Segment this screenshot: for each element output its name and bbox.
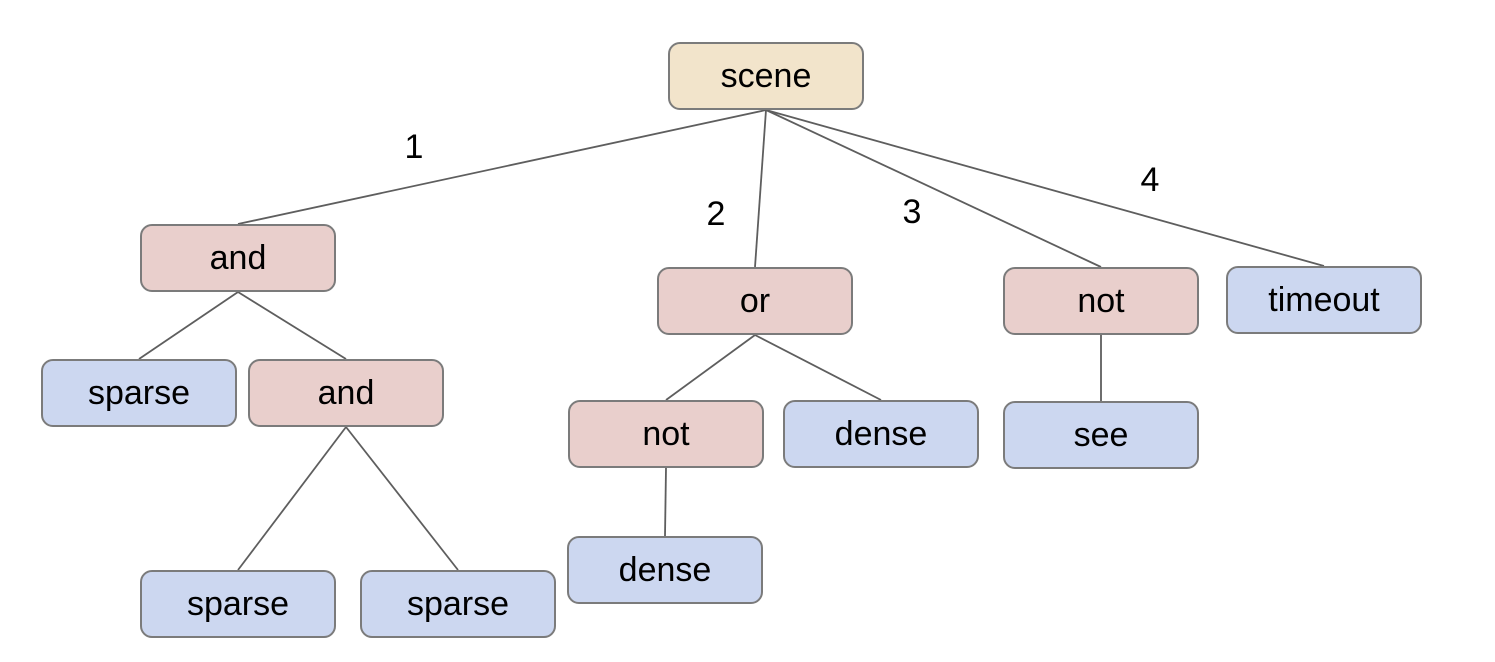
node-see: see bbox=[1003, 401, 1199, 469]
edge-scene-not bbox=[765, 109, 1102, 268]
edge-label-1: 1 bbox=[404, 128, 424, 166]
node-not-2: not bbox=[1003, 267, 1199, 335]
node-sparse-2: sparse bbox=[140, 570, 336, 638]
node-dense-1: dense bbox=[783, 400, 979, 468]
node-not-1: not bbox=[568, 400, 764, 468]
edge-and-and bbox=[237, 291, 347, 360]
node-timeout: timeout bbox=[1226, 266, 1422, 334]
node-dense-2: dense bbox=[567, 536, 763, 604]
node-and-1: and bbox=[140, 224, 336, 292]
node-and-2: and bbox=[248, 359, 444, 427]
edge-label-2: 2 bbox=[706, 195, 726, 233]
edge-scene-or bbox=[754, 109, 767, 268]
edge-or-not bbox=[665, 334, 756, 401]
node-sparse-3: sparse bbox=[360, 570, 556, 638]
edge-scene-timeout bbox=[765, 109, 1325, 267]
node-sparse-1: sparse bbox=[41, 359, 237, 427]
edge-and2-sparse3 bbox=[345, 426, 459, 571]
edge-label-3: 3 bbox=[902, 193, 922, 231]
edge-or-dense bbox=[754, 334, 882, 401]
edge-and2-sparse2 bbox=[237, 426, 347, 571]
edge-not-dense bbox=[664, 467, 667, 537]
edge-and-sparse bbox=[138, 291, 239, 360]
node-or: or bbox=[657, 267, 853, 335]
node-scene: scene bbox=[668, 42, 864, 110]
edge-scene-and bbox=[237, 109, 767, 225]
edge-label-4: 4 bbox=[1140, 161, 1160, 199]
